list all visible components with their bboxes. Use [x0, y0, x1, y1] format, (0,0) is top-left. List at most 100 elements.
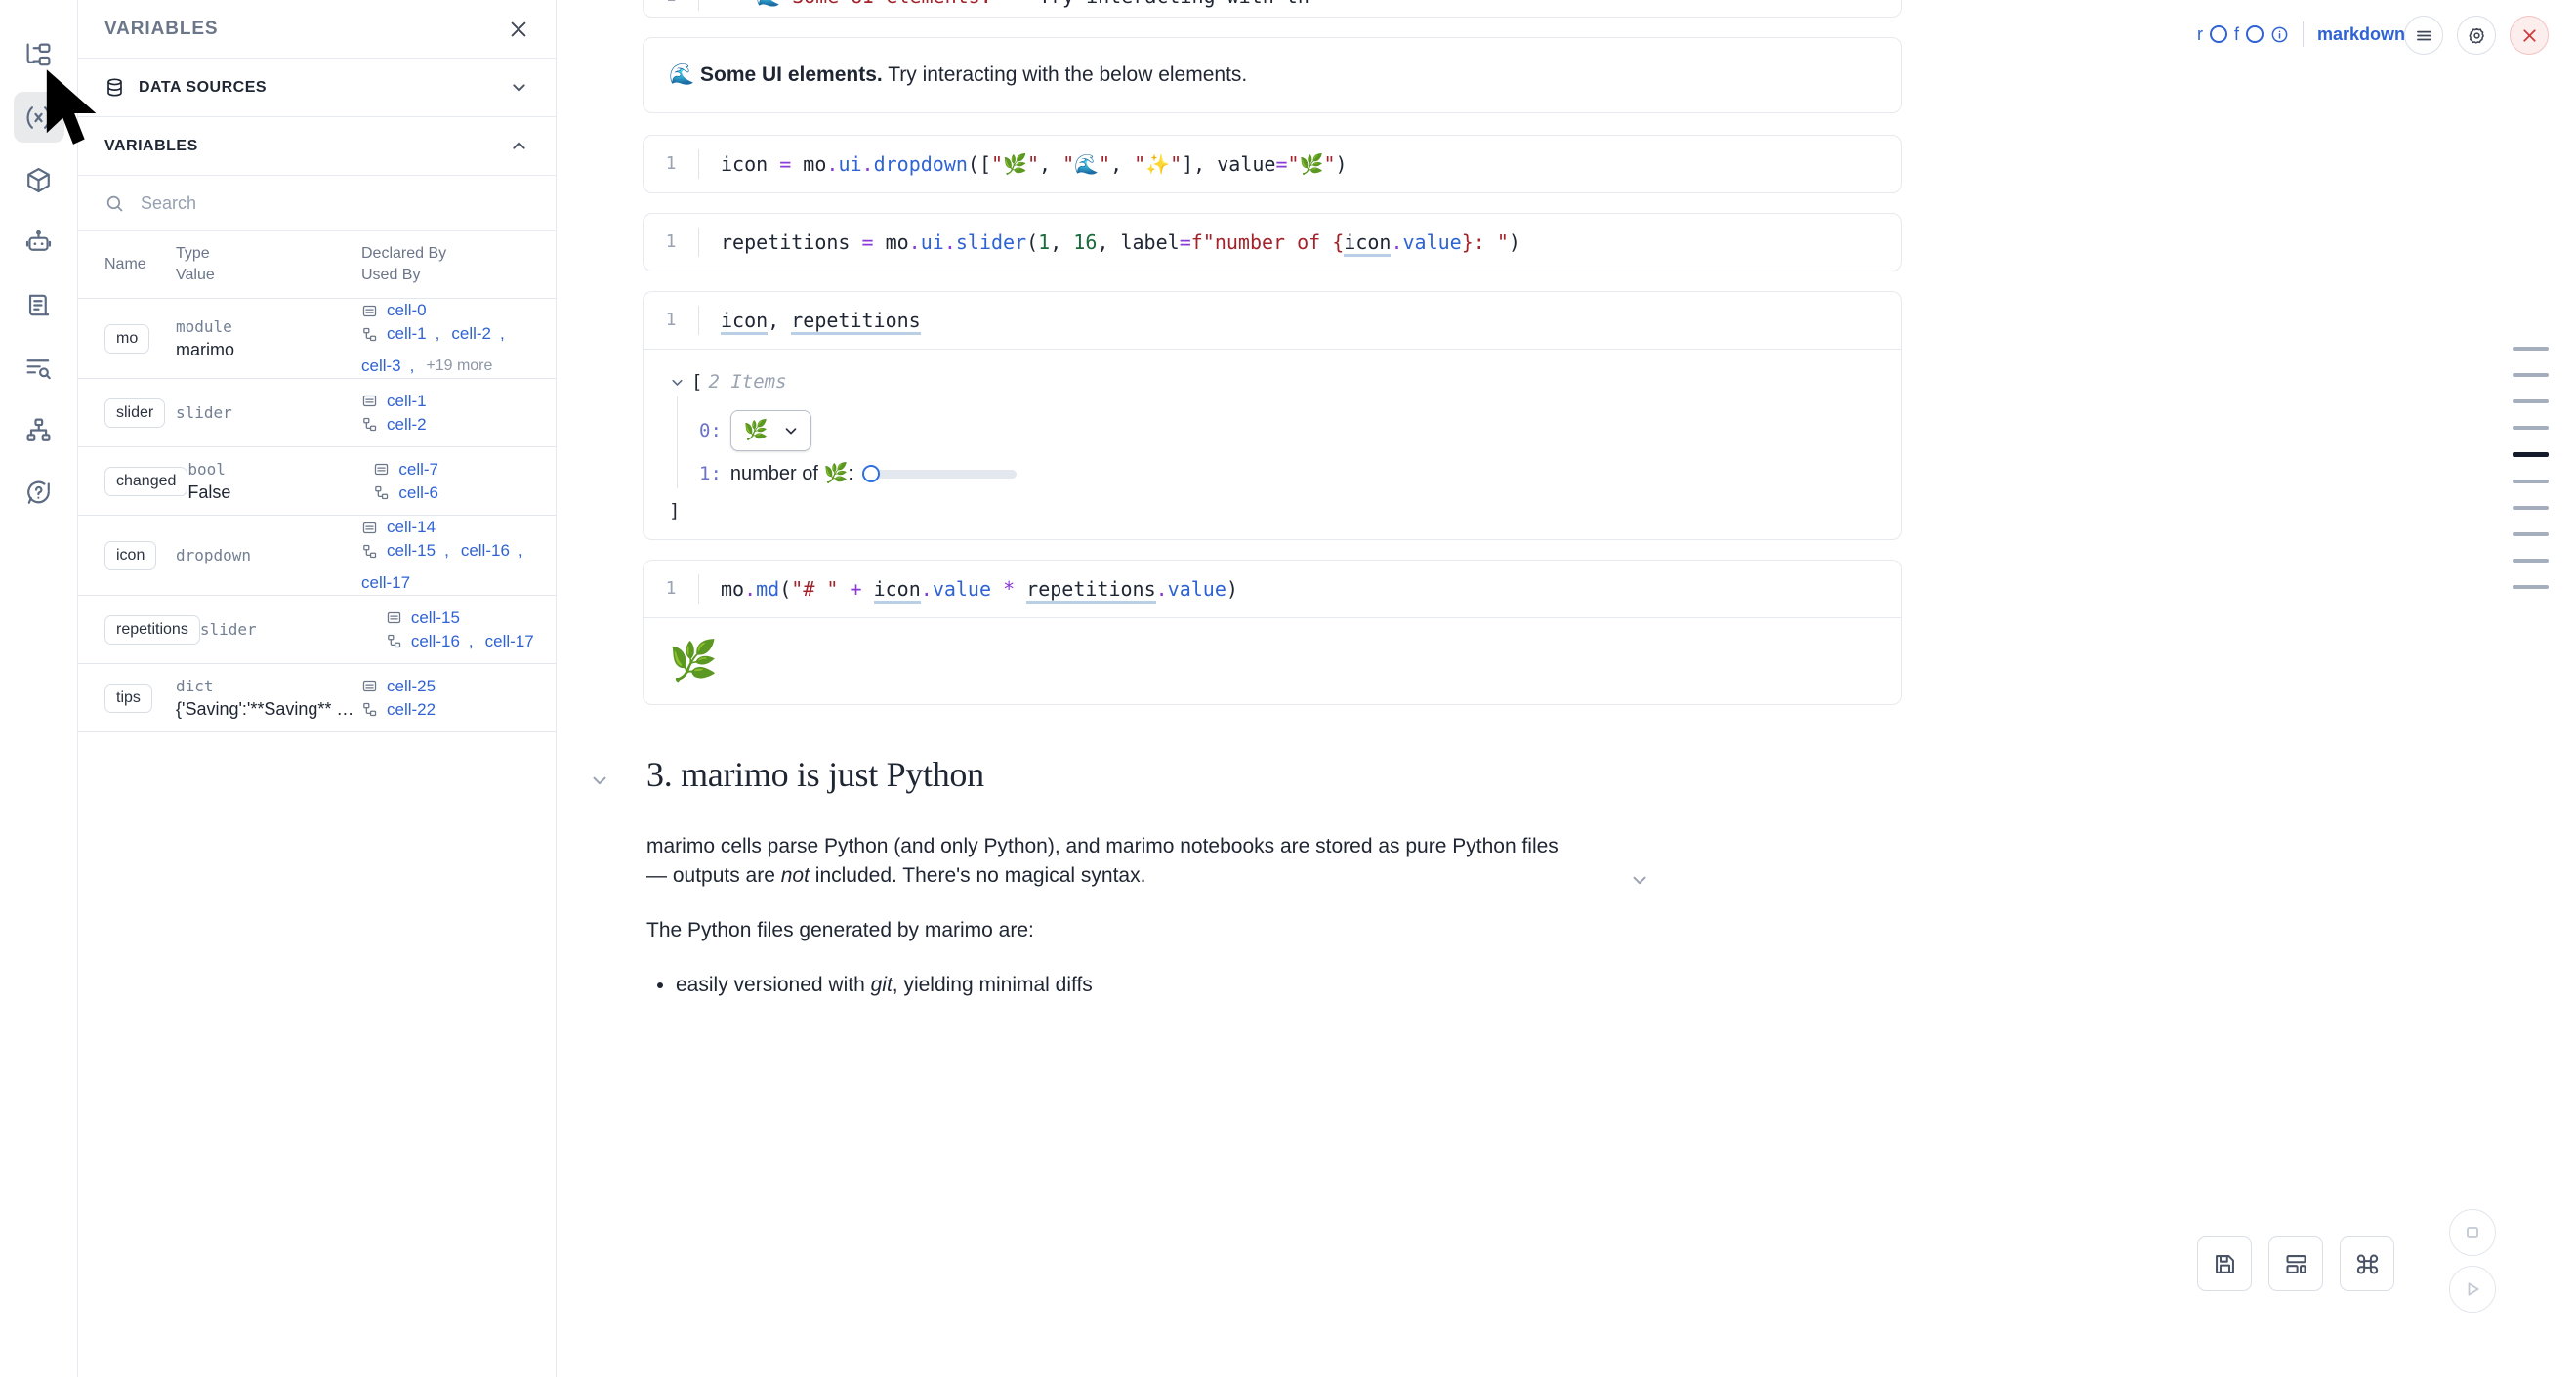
run-icon[interactable]: [2449, 1266, 2496, 1313]
cell-icon: [361, 520, 378, 536]
cell-link[interactable]: cell-15: [410, 607, 460, 627]
cell-link[interactable]: cell-17: [484, 631, 534, 650]
cell-slider-code: 1 repetitions = mo.ui.slider(1, 16, labe…: [557, 213, 2576, 271]
cell-link[interactable]: cell-17: [361, 573, 411, 592]
gear-icon[interactable]: [2457, 16, 2496, 55]
file-tree-icon[interactable]: [14, 29, 64, 80]
variable-type: module: [176, 316, 232, 336]
cell-link[interactable]: cell-14: [387, 518, 436, 536]
cell-link[interactable]: cell-6: [398, 482, 439, 502]
cell-link[interactable]: cell-3: [361, 356, 401, 375]
code-text[interactable]: icon, repetitions: [698, 306, 921, 335]
slider-widget[interactable]: [861, 465, 1017, 482]
notebook-scroll[interactable]: 1 """🌊 Some UI elements.""" Try interact…: [557, 0, 2576, 1377]
code-text[interactable]: """🌊 Some UI elements.""" Try interactin…: [698, 0, 1309, 11]
reactive-flags: r f: [2197, 24, 2289, 45]
save-button[interactable]: [2197, 1236, 2252, 1291]
slider-track[interactable]: [871, 469, 1017, 479]
cell-link[interactable]: cell-16: [460, 541, 510, 560]
scroll-icon[interactable]: [14, 279, 64, 330]
search-input[interactable]: [141, 192, 529, 214]
variable-name-chip[interactable]: tips: [104, 683, 152, 713]
stop-icon[interactable]: [2449, 1209, 2496, 1256]
help-icon[interactable]: [14, 467, 64, 518]
variable-name-chip[interactable]: changed: [104, 466, 188, 496]
variable-name-chip[interactable]: slider: [104, 397, 166, 428]
tree-header[interactable]: [ 2 Items: [669, 367, 1876, 396]
hamburger-menu-icon[interactable]: [2404, 16, 2443, 55]
used-by-line: cell-6: [373, 481, 548, 505]
minimap-bar[interactable]: [2513, 426, 2549, 430]
item-count: 2 Items: [708, 371, 787, 393]
minimap-bar[interactable]: [2513, 506, 2549, 510]
slider-thumb[interactable]: [861, 465, 880, 482]
cell-link[interactable]: cell-2: [387, 414, 427, 434]
cell-link[interactable]: cell-7: [398, 459, 439, 479]
info-icon[interactable]: [2270, 25, 2289, 44]
col-header-used-by: Used By: [361, 267, 421, 283]
bottom-toolbar: [2197, 1236, 2394, 1291]
minimap-bar[interactable]: [2513, 532, 2549, 536]
flag-r-toggle[interactable]: [2209, 25, 2227, 43]
minimap-bar[interactable]: [2513, 480, 2549, 483]
close-icon[interactable]: [2510, 16, 2549, 55]
logs-icon[interactable]: [14, 342, 64, 393]
close-icon[interactable]: [508, 19, 529, 40]
col-header-declared-by: Declared By: [361, 245, 447, 262]
code-text[interactable]: icon = mo.ui.dropdown(["🌿", "🌊", "✨"], v…: [698, 149, 1348, 179]
minimap-bar[interactable]: [2513, 585, 2549, 589]
section-variables[interactable]: VARIABLES: [78, 117, 556, 176]
layout-button[interactable]: [2268, 1236, 2323, 1291]
markdown-output-text: 🌊 Some UI elements. Try interacting with…: [669, 63, 1876, 87]
tree-key: 1:: [699, 463, 722, 484]
chevron-down-icon[interactable]: [1629, 869, 1650, 891]
variable-name-chip[interactable]: icon: [104, 540, 157, 570]
declared-by-line: cell-15: [386, 606, 548, 630]
more-count[interactable]: +19 more: [426, 357, 493, 374]
close-bracket: ]: [669, 500, 681, 522]
cell-link[interactable]: cell-0: [387, 301, 427, 319]
variable-name-chip[interactable]: repetitions: [104, 614, 200, 645]
bullet1-italic: git: [870, 974, 893, 996]
cell-link[interactable]: cell-15: [387, 541, 436, 560]
tree-item-dropdown: 0: 🌿: [699, 410, 1876, 451]
minimap-bar[interactable]: [2513, 347, 2549, 351]
code-text[interactable]: repetitions = mo.ui.slider(1, 16, label=…: [698, 228, 1520, 257]
para1-c: included. There's no magical syntax.: [809, 864, 1146, 887]
cell-toolbar: r f markdown: [2197, 21, 2405, 47]
variables-icon[interactable]: [13, 92, 64, 143]
minimap-bar[interactable]: [2513, 373, 2549, 377]
cell-actions: [2404, 16, 2549, 55]
cell-link[interactable]: cell-25: [387, 676, 436, 695]
package-icon[interactable]: [14, 154, 64, 205]
flag-f-toggle[interactable]: [2245, 25, 2264, 43]
dependency-graph-icon[interactable]: [14, 404, 64, 455]
dropdown-widget[interactable]: 🌿: [729, 410, 811, 451]
minimap-bar[interactable]: [2513, 399, 2549, 403]
section-data-sources[interactable]: DATA SOURCES: [78, 59, 556, 117]
chevron-down-icon[interactable]: [589, 770, 610, 1000]
language-badge[interactable]: markdown: [2316, 23, 2405, 44]
cell-link[interactable]: cell-1: [387, 391, 427, 410]
page-title: VARIABLES: [104, 18, 219, 39]
cell-link[interactable]: cell-1: [387, 324, 427, 343]
cell-link[interactable]: cell-16: [410, 631, 460, 650]
panel-titlebar: VARIABLES: [78, 0, 556, 59]
robot-icon[interactable]: [14, 217, 64, 268]
command-palette-button[interactable]: [2340, 1236, 2394, 1291]
section-label: VARIABLES: [104, 137, 198, 154]
cell-link[interactable]: cell-22: [387, 699, 436, 719]
variable-name-chip[interactable]: mo: [104, 323, 150, 354]
code-text[interactable]: mo.md("# " + icon.value * repetitions.va…: [698, 574, 1238, 604]
cell-link[interactable]: cell-2: [451, 324, 491, 343]
minimap-bar[interactable]: [2513, 559, 2549, 563]
minimap-bar[interactable]: [2513, 452, 2549, 457]
cell-icon: [361, 303, 378, 319]
minimap[interactable]: [2513, 347, 2549, 589]
